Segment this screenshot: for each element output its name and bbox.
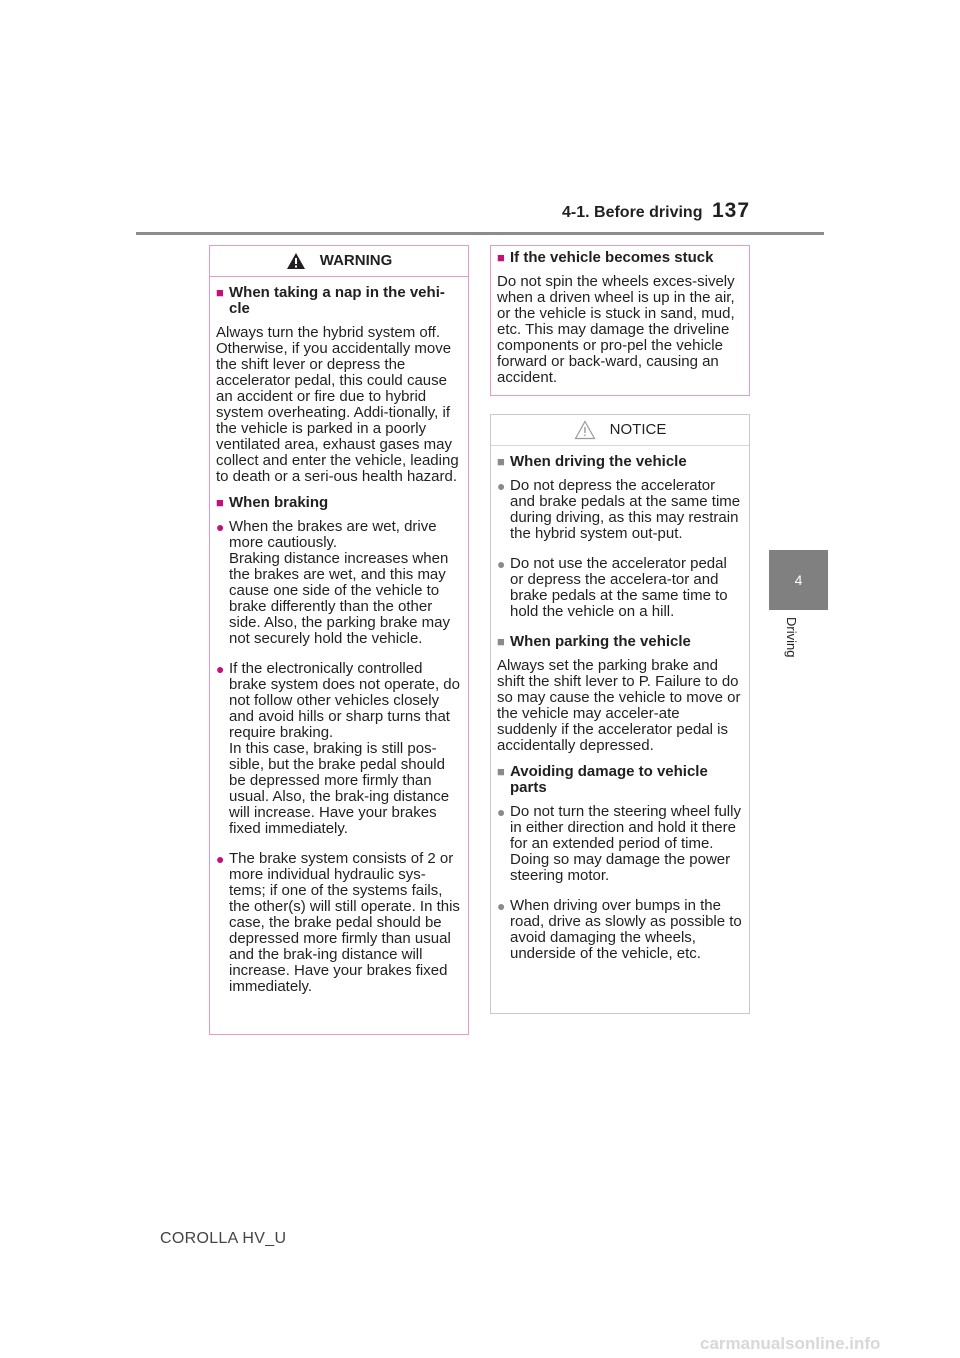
- notice-heading: NOTICE: [609, 421, 667, 438]
- circle-bullet-icon: ●: [497, 898, 506, 914]
- square-bullet-icon: ■: [216, 495, 224, 510]
- section-title-text: When braking: [229, 494, 329, 511]
- section-title: ■ If the vehicle becomes stuck: [497, 250, 743, 266]
- page-number: 137: [712, 199, 751, 222]
- warning-content: ■ When taking a nap in the vehi-cle Alwa…: [210, 277, 468, 995]
- bullet-item: ● When driving over bumps in the road, d…: [497, 898, 743, 962]
- bullet-text: When driving over bumps in the road, dri…: [510, 897, 742, 962]
- warning-triangle-icon: [286, 253, 305, 269]
- section-title-text: When taking a nap in the vehi-cle: [229, 284, 445, 317]
- warning-box: WARNING ■ When taking a nap in the vehi-…: [209, 245, 469, 1035]
- bullet-item: ● Do not turn the steering wheel fully i…: [497, 804, 743, 884]
- chapter-label: Driving: [784, 617, 799, 658]
- bullet-item: ● Do not use the accelerator pedal or de…: [497, 556, 743, 620]
- circle-bullet-icon: ●: [497, 478, 506, 494]
- section-title: ■ Avoiding damage to vehicle parts: [497, 764, 743, 796]
- square-bullet-icon: ■: [497, 454, 505, 469]
- section-title-text: If the vehicle becomes stuck: [510, 249, 714, 266]
- square-bullet-icon: ■: [497, 634, 505, 649]
- watermark: carmanualsonline.info: [700, 1334, 881, 1353]
- section-title: ■ When taking a nap in the vehi-cle: [216, 285, 462, 317]
- notice-header: NOTICE: [491, 415, 749, 446]
- square-bullet-icon: ■: [497, 250, 505, 265]
- square-bullet-icon: ■: [497, 764, 505, 779]
- stuck-content: ■ If the vehicle becomes stuck Do not sp…: [491, 246, 749, 386]
- bullet-item: ● The brake system consists of 2 or more…: [216, 851, 462, 995]
- circle-bullet-icon: ●: [497, 556, 506, 572]
- paragraph: Do not spin the wheels exces-sively when…: [497, 273, 735, 386]
- section-title: ■ When braking: [216, 495, 462, 511]
- section-title: ■ When driving the vehicle: [497, 454, 743, 470]
- section-title-text: When driving the vehicle: [510, 453, 687, 470]
- bullet-text: If the electronically controlled brake s…: [229, 660, 460, 837]
- chapter-tab: 4: [769, 550, 828, 610]
- paragraph: Always turn the hybrid system off. Other…: [216, 324, 459, 485]
- section-title: ■ When parking the vehicle: [497, 634, 743, 650]
- section-title-text: When parking the vehicle: [510, 633, 691, 650]
- bullet-item: ● If the electronically controlled brake…: [216, 661, 462, 837]
- warning-header: WARNING: [210, 246, 468, 277]
- notice-content: ■ When driving the vehicle ● Do not depr…: [491, 446, 749, 962]
- bullet-text: The brake system consists of 2 or more i…: [229, 850, 460, 995]
- section-header: 4-1. Before driving: [562, 204, 703, 221]
- warning-heading: WARNING: [319, 252, 393, 269]
- circle-bullet-icon: ●: [497, 804, 506, 820]
- square-bullet-icon: ■: [216, 285, 224, 300]
- bullet-text: When the brakes are wet, drive more caut…: [229, 518, 450, 647]
- footer-model-code: COROLLA HV_U: [160, 1230, 287, 1247]
- circle-bullet-icon: ●: [216, 661, 225, 677]
- bullet-text: Do not use the accelerator pedal or depr…: [510, 555, 728, 620]
- section-title-text: Avoiding damage to vehicle parts: [510, 763, 708, 796]
- notice-box: NOTICE ■ When driving the vehicle ● Do n…: [490, 414, 750, 1014]
- warning-continuation-box: ■ If the vehicle becomes stuck Do not sp…: [490, 245, 750, 396]
- circle-bullet-icon: ●: [216, 519, 225, 535]
- bullet-item: ● When the brakes are wet, drive more ca…: [216, 519, 462, 647]
- header-rule: [136, 232, 824, 235]
- bullet-item: ● Do not depress the accelerator and bra…: [497, 478, 743, 542]
- bullet-text: Do not turn the steering wheel fully in …: [510, 803, 741, 884]
- bullet-text: Do not depress the accelerator and brake…: [510, 477, 741, 542]
- notice-triangle-icon: [574, 420, 596, 440]
- circle-bullet-icon: ●: [216, 851, 225, 867]
- paragraph: Always set the parking brake and shift t…: [497, 657, 741, 754]
